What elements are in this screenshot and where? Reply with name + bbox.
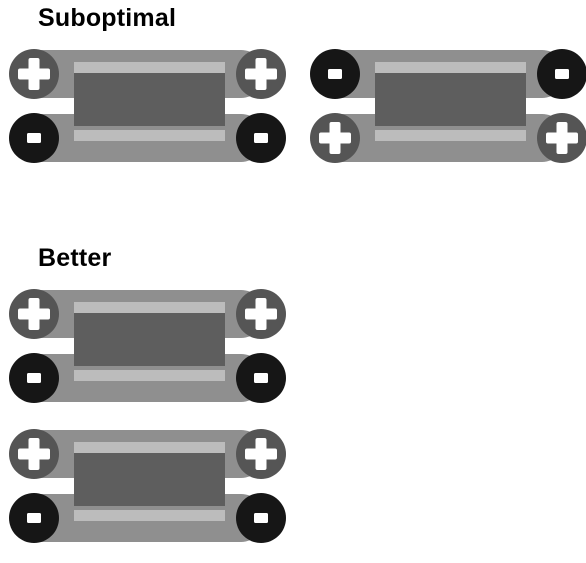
suboptimal-diagram-2 — [310, 49, 586, 163]
better-diagram-2 — [9, 429, 286, 543]
plus-bar-vertical — [255, 298, 267, 330]
minus-bar — [27, 513, 41, 523]
plus-bar-vertical — [28, 298, 40, 330]
heading-suboptimal: Suboptimal — [38, 4, 177, 32]
plus-terminal-icon — [236, 49, 286, 99]
minus-terminal-icon — [236, 353, 286, 403]
cell-top-strip — [74, 302, 225, 313]
minus-terminal-icon — [310, 49, 360, 99]
minus-bar — [555, 69, 569, 79]
minus-terminal-icon — [236, 113, 286, 163]
minus-bar — [328, 69, 342, 79]
plus-terminal-icon — [310, 113, 360, 163]
cell-top-strip — [375, 62, 526, 73]
minus-bar — [27, 373, 41, 383]
plus-bar-vertical — [255, 58, 267, 90]
minus-bar — [254, 373, 268, 383]
cell-bottom-strip — [74, 510, 225, 521]
cell-top-strip — [74, 442, 225, 453]
cell-bottom-strip — [375, 130, 526, 141]
plus-terminal-icon — [9, 49, 59, 99]
plus-bar-vertical — [255, 438, 267, 470]
minus-terminal-icon — [236, 493, 286, 543]
cell-core — [74, 313, 225, 366]
heading-better: Better — [38, 244, 112, 272]
plus-terminal-icon — [9, 289, 59, 339]
minus-terminal-icon — [9, 493, 59, 543]
suboptimal-diagram-1 — [9, 49, 286, 163]
better-diagram-1 — [9, 289, 286, 403]
plus-bar-vertical — [28, 58, 40, 90]
minus-terminal-icon — [9, 353, 59, 403]
plus-bar-vertical — [28, 438, 40, 470]
cell-bottom-strip — [74, 370, 225, 381]
minus-bar — [254, 513, 268, 523]
cell-bottom-strip — [74, 130, 225, 141]
cell-core — [74, 453, 225, 506]
minus-terminal-icon — [537, 49, 586, 99]
plus-terminal-icon — [236, 289, 286, 339]
minus-terminal-icon — [9, 113, 59, 163]
minus-bar — [27, 133, 41, 143]
minus-bar — [254, 133, 268, 143]
cell-top-strip — [74, 62, 225, 73]
cell-core — [375, 73, 526, 126]
plus-bar-vertical — [329, 122, 341, 154]
plus-bar-vertical — [556, 122, 568, 154]
plus-terminal-icon — [537, 113, 586, 163]
cell-core — [74, 73, 225, 126]
plus-terminal-icon — [9, 429, 59, 479]
plus-terminal-icon — [236, 429, 286, 479]
